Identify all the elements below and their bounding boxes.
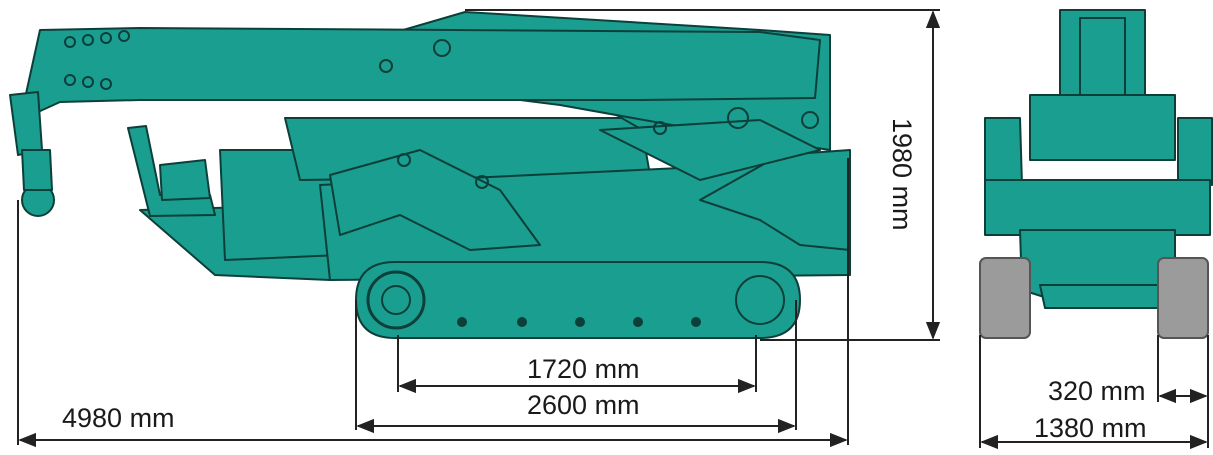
label-track-contact: 1720 mm	[527, 354, 640, 384]
side-view	[9, 11, 851, 339]
front-upper-body	[1029, 94, 1176, 161]
label-track-total: 2600 mm	[527, 390, 640, 420]
front-outrigger-right	[1177, 117, 1213, 186]
track-rollers	[457, 317, 701, 327]
drive-hub	[381, 285, 411, 315]
pin-details	[379, 39, 819, 189]
upper-housing	[284, 117, 651, 181]
idler-wheel	[735, 275, 785, 325]
label-track-width: 320 mm	[1048, 376, 1146, 406]
main-boom	[21, 27, 821, 113]
crawler-track	[355, 261, 801, 339]
boom-sheaves	[64, 30, 130, 90]
jib-arm	[599, 119, 821, 181]
front-blade	[1039, 284, 1166, 309]
dimension-lines	[17, 9, 1209, 450]
front-view	[979, 9, 1213, 339]
track-right	[1157, 257, 1209, 339]
front-mast-inner	[1079, 17, 1126, 96]
hook-block	[21, 149, 53, 191]
track-left	[979, 257, 1031, 339]
boom-tip	[9, 91, 43, 156]
label-overall-length: 4980 mm	[62, 403, 175, 433]
front-outrigger-left	[984, 117, 1023, 186]
front-chassis	[984, 179, 1211, 236]
outrigger-left	[329, 149, 541, 251]
seat-back	[159, 159, 211, 201]
label-overall-width: 1380 mm	[1034, 413, 1147, 443]
label-height: 1980 mm	[887, 118, 917, 231]
